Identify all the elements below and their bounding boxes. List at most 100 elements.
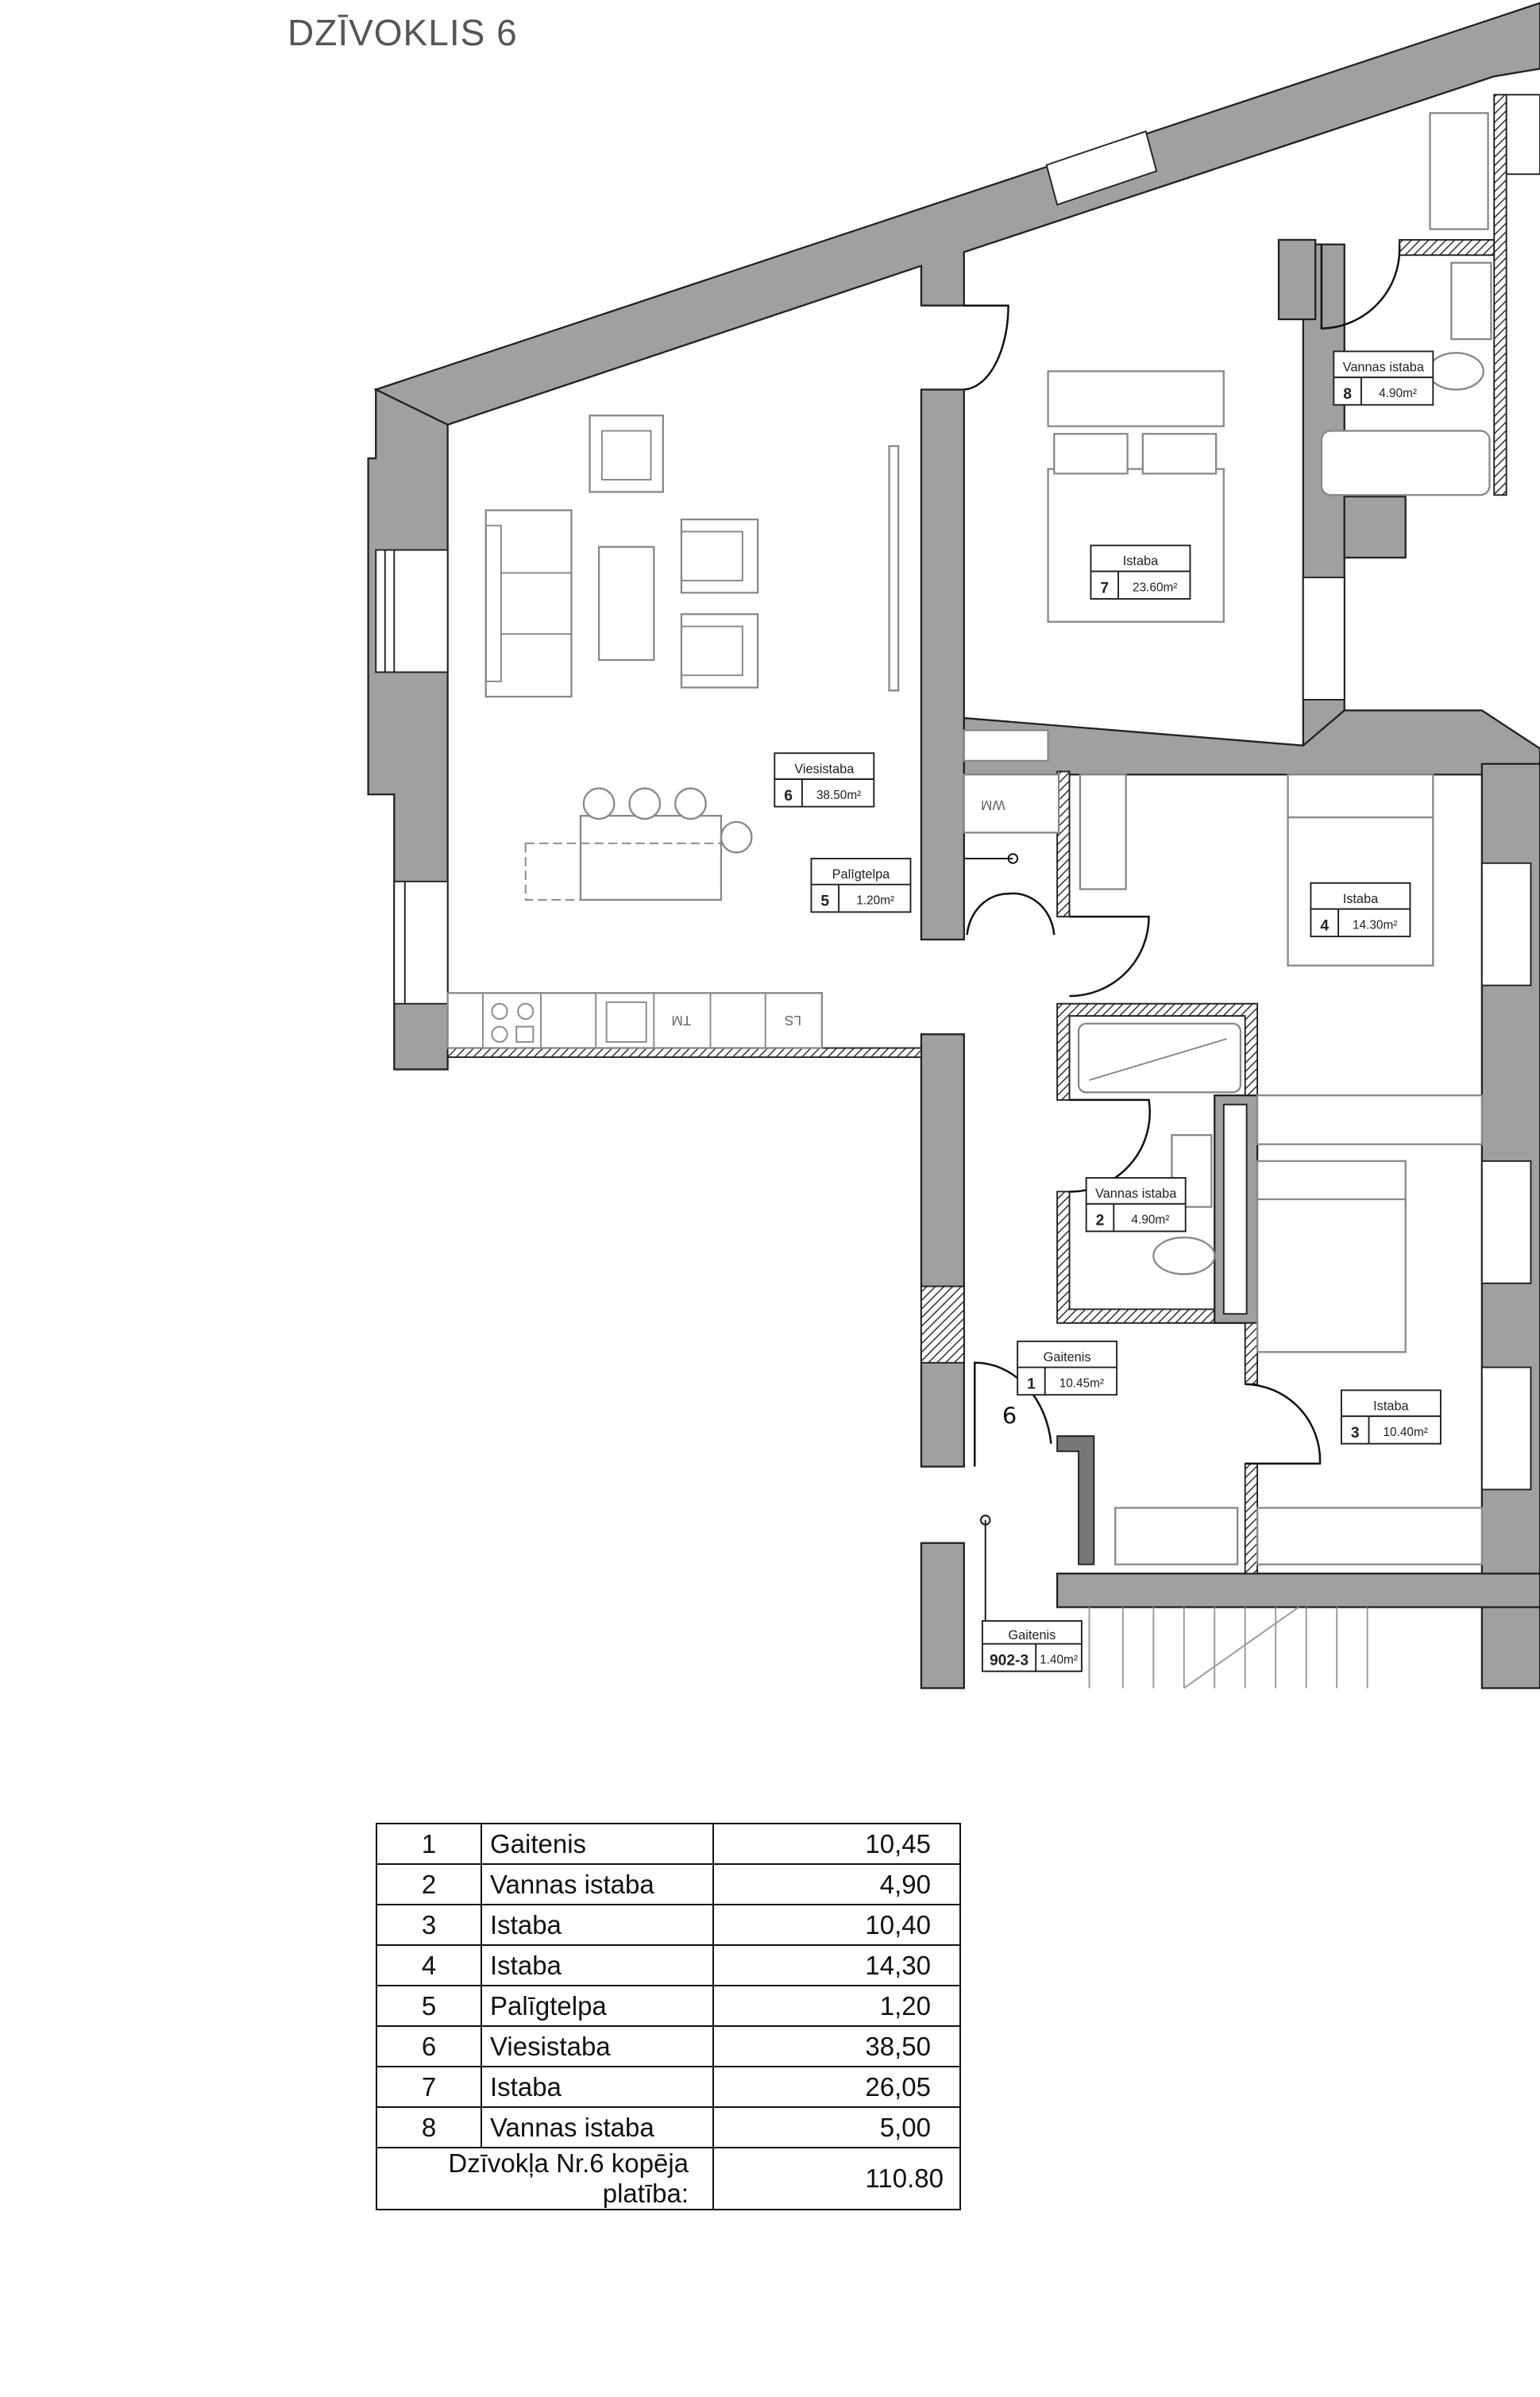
door — [1245, 1383, 1322, 1465]
appliance-tm: TM — [671, 1013, 691, 1029]
svg-text:38.50m²: 38.50m² — [816, 789, 861, 802]
svg-text:23.60m²: 23.60m² — [1133, 581, 1177, 594]
room-tag-istaba-4: Istaba 4 14.30m² — [1310, 882, 1411, 938]
svg-text:Vannas istaba: Vannas istaba — [1095, 1187, 1177, 1201]
window — [1480, 862, 1532, 986]
tv — [888, 445, 900, 692]
wall — [963, 709, 1540, 776]
wall — [1343, 495, 1407, 559]
svg-text:902-3: 902-3 — [990, 1653, 1029, 1669]
wardrobe — [963, 729, 1049, 762]
svg-text:2: 2 — [1096, 1213, 1105, 1229]
svg-text:1.40m²: 1.40m² — [1040, 1654, 1078, 1667]
sofa — [484, 509, 573, 698]
svg-text:Gaitenis: Gaitenis — [1008, 1628, 1056, 1642]
stove-icon — [491, 1002, 535, 1043]
window — [1302, 577, 1345, 701]
wall — [1277, 238, 1317, 321]
svg-text:4: 4 — [1320, 917, 1329, 934]
kitchen-island — [524, 787, 753, 901]
room-tag-gaitenis-1: Gaitenis 1 10.45m² — [1017, 1340, 1118, 1396]
room-tag-gaitenis-902-3: Gaitenis 902-3 1.40m² — [981, 1619, 1083, 1673]
total-value: 110.80 — [713, 2147, 961, 2210]
armchair — [680, 518, 759, 594]
svg-text:Istaba: Istaba — [1343, 892, 1379, 906]
wall — [1056, 1573, 1540, 1608]
svg-text:10.40m²: 10.40m² — [1383, 1426, 1427, 1439]
svg-text:Gaitenis: Gaitenis — [1044, 1350, 1091, 1364]
bed — [1256, 1160, 1407, 1353]
shaft-inner — [1222, 1103, 1248, 1315]
wall — [1399, 239, 1496, 257]
wardrobe — [1256, 1094, 1484, 1145]
svg-text:4.90m²: 4.90m² — [1132, 1214, 1170, 1227]
window — [375, 549, 449, 674]
appliance-wm: WM — [981, 797, 1005, 813]
wall — [446, 1047, 922, 1059]
wardrobe — [1429, 112, 1489, 230]
wall — [920, 1033, 965, 1468]
window — [1045, 130, 1158, 206]
window — [393, 880, 449, 1005]
svg-text:Viesistaba: Viesistaba — [794, 762, 855, 776]
appliance-ls: LS — [785, 1013, 801, 1029]
wardrobe — [1256, 1507, 1484, 1565]
svg-text:4.90m²: 4.90m² — [1379, 387, 1417, 400]
toilet — [1152, 1236, 1216, 1276]
room-tag-istaba-7: Istaba 7 23.60m² — [1090, 544, 1191, 600]
door — [966, 892, 1056, 936]
door — [1320, 244, 1401, 330]
window — [1505, 94, 1540, 176]
entrance-number: 6 — [1002, 1403, 1017, 1430]
svg-text:1.20m²: 1.20m² — [856, 894, 894, 908]
total-label: Dzīvokļa Nr.6 kopēja platība: — [376, 2147, 714, 2210]
svg-text:Vannas istaba: Vannas istaba — [1343, 360, 1425, 374]
wall — [1056, 1435, 1095, 1565]
svg-text:6: 6 — [784, 788, 793, 805]
sink — [1450, 261, 1492, 341]
svg-text:Istaba: Istaba — [1373, 1399, 1409, 1413]
bathtub — [1320, 430, 1491, 496]
room-tag-vannas-istaba-2: Vannas istaba 2 4.90m² — [1085, 1177, 1187, 1233]
bathtub — [1077, 1022, 1242, 1094]
svg-text:1: 1 — [1027, 1376, 1036, 1392]
total-row: Dzīvokļa Nr.6 kopēja platība:110.80 — [376, 2147, 961, 2210]
svg-text:8: 8 — [1343, 386, 1352, 403]
window — [1480, 1160, 1532, 1284]
svg-text:5: 5 — [820, 894, 829, 910]
svg-text:3: 3 — [1351, 1425, 1360, 1442]
armchair — [589, 415, 665, 493]
sink-icon — [605, 1001, 647, 1043]
kitchen-counter: TM LS — [446, 992, 824, 1049]
svg-text:Palīgtelpa: Palīgtelpa — [832, 867, 891, 882]
wall — [920, 1542, 965, 1689]
wardrobe — [1079, 774, 1127, 890]
svg-text:Istaba: Istaba — [1123, 554, 1159, 569]
svg-text:10.45m²: 10.45m² — [1059, 1377, 1104, 1391]
window — [1480, 1366, 1532, 1491]
wall — [920, 388, 965, 941]
washing-machine-shelf — [963, 774, 1060, 834]
svg-text:7: 7 — [1100, 580, 1109, 596]
room-tag-vannas-istaba-8: Vannas istaba 8 4.90m² — [1333, 350, 1434, 406]
staircase — [1088, 1606, 1368, 1689]
coffee-table — [597, 546, 655, 662]
page-title: DZĪVOKLIS 6 — [288, 12, 518, 53]
svg-text:14.30m²: 14.30m² — [1353, 918, 1397, 932]
room-tag-istaba-3: Istaba 3 10.40m² — [1340, 1389, 1442, 1445]
toilet — [1427, 352, 1484, 391]
bathroom-wall — [1056, 1002, 1259, 1101]
door — [1069, 915, 1150, 998]
